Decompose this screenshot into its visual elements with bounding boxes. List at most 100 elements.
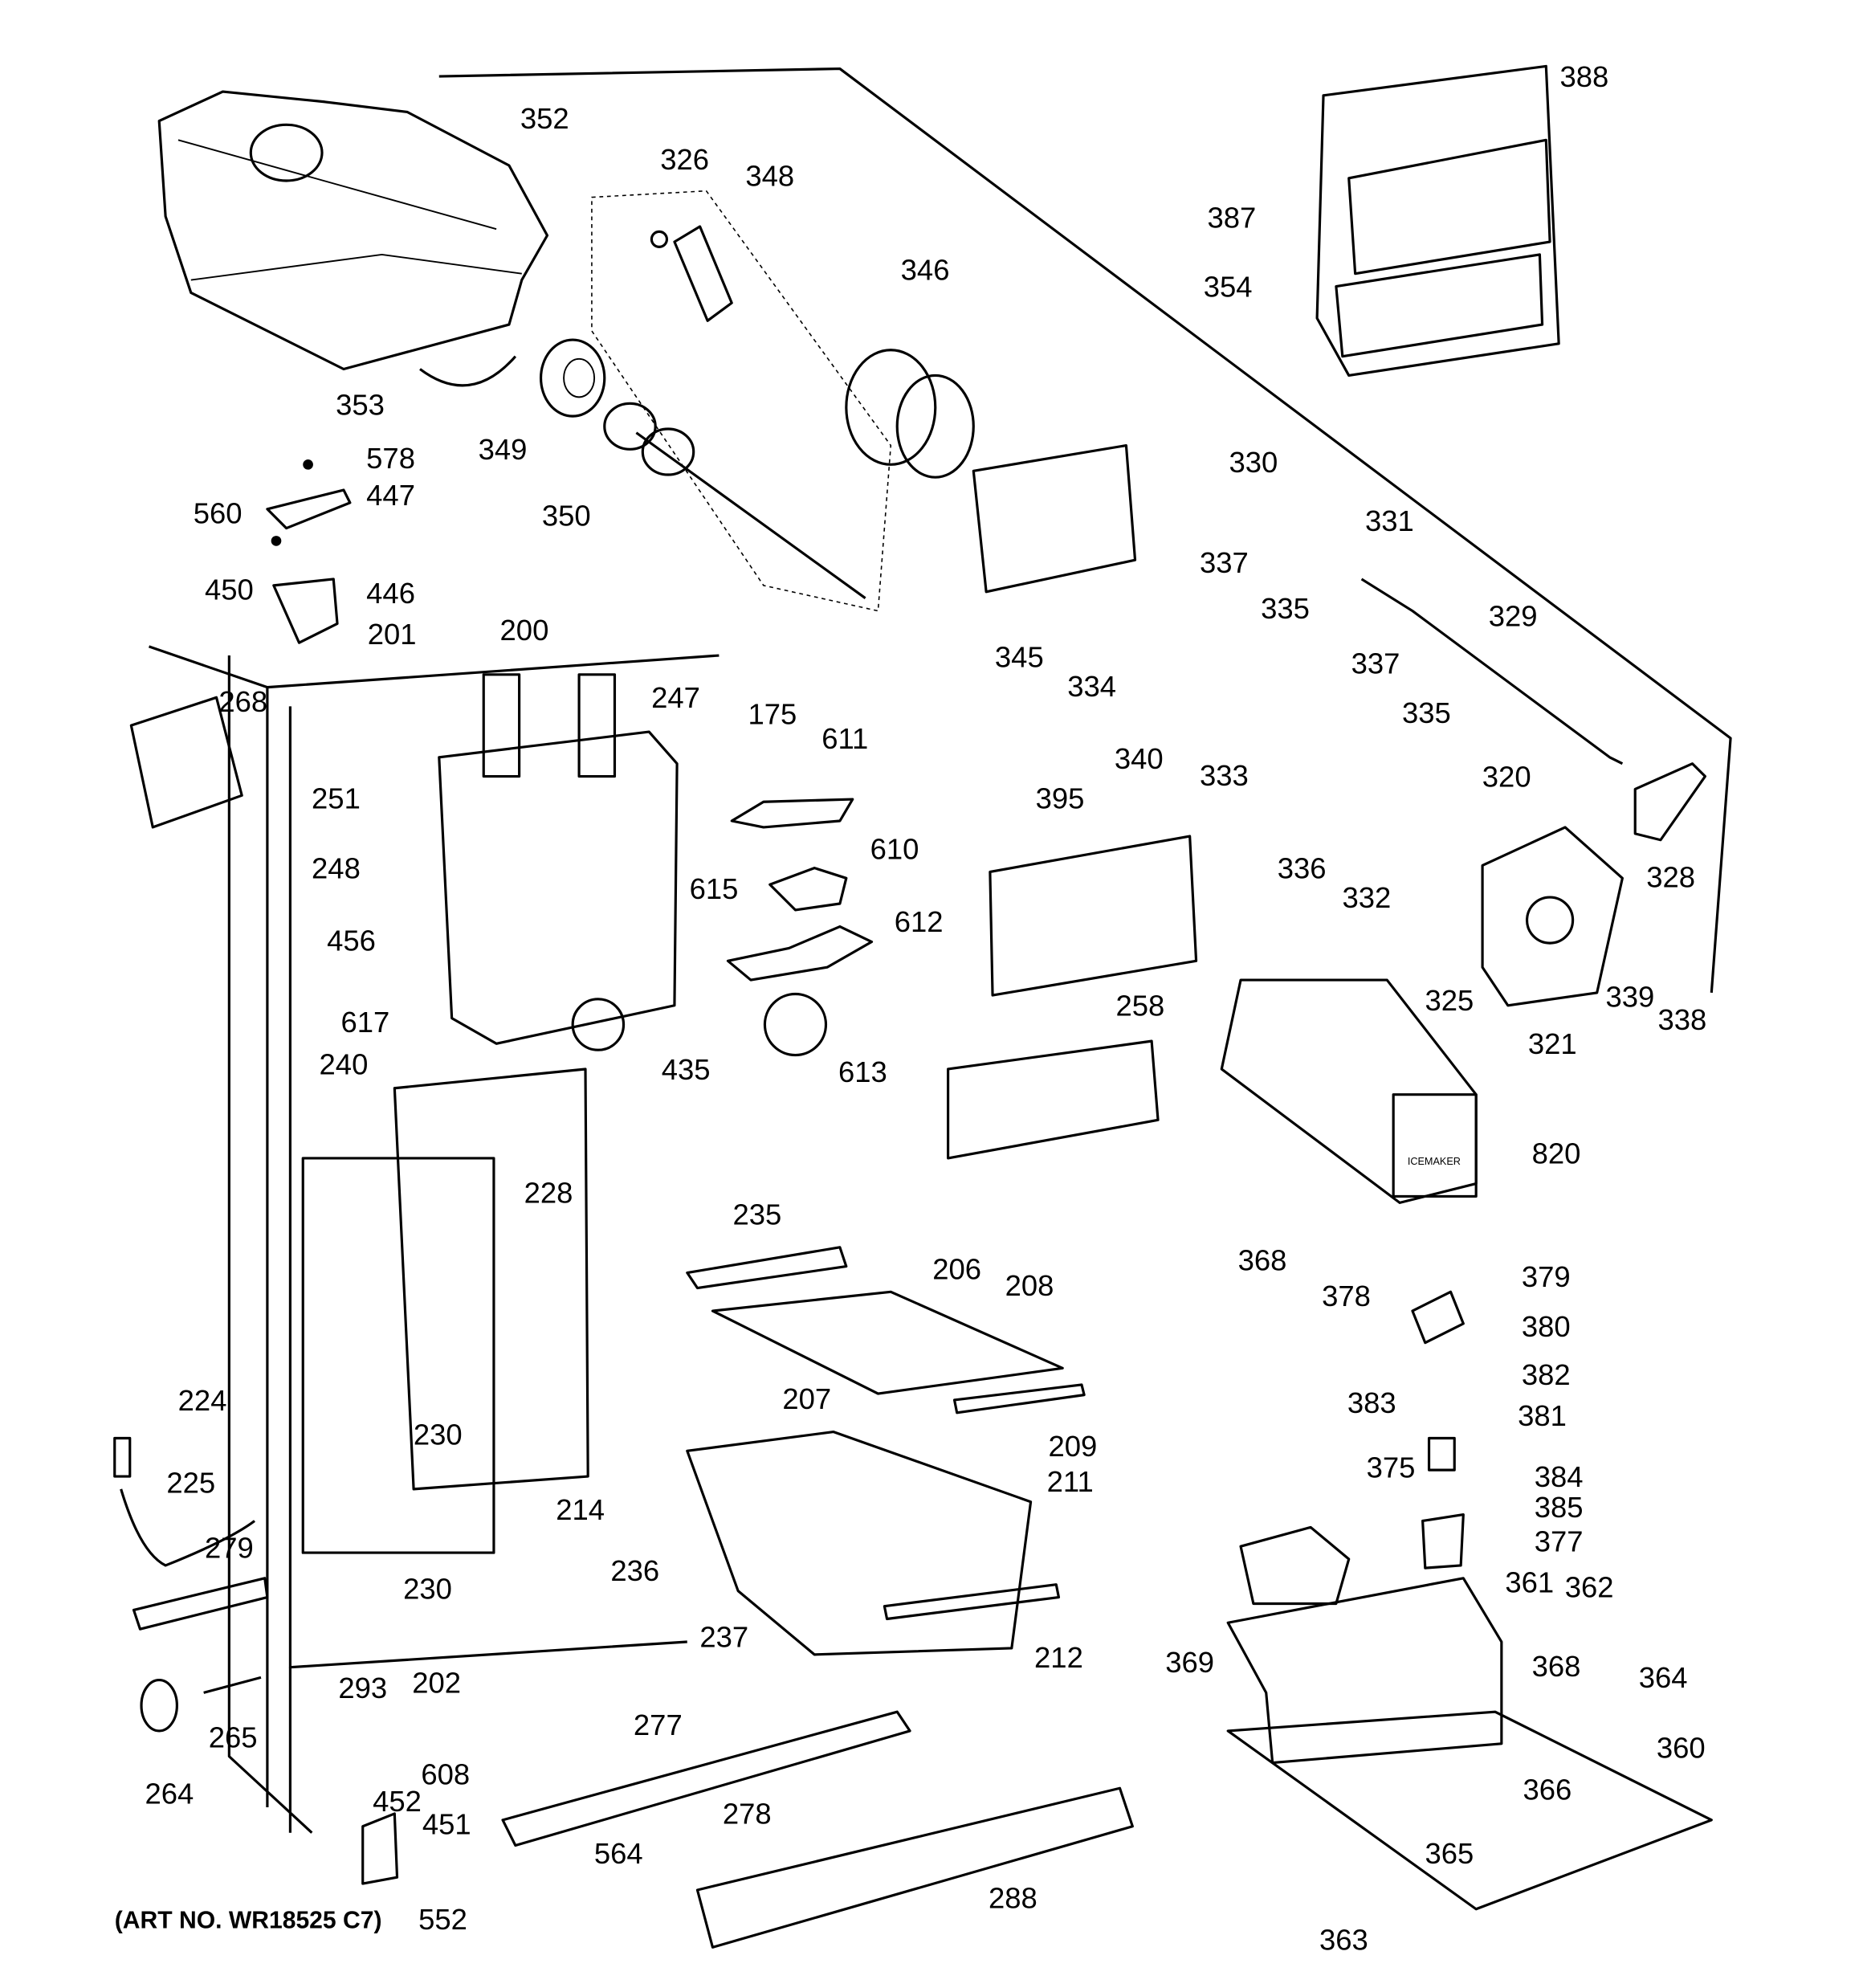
air-duct-247: [438, 673, 679, 1045]
part-number-label: 608: [421, 1758, 470, 1791]
part-number-label: 340: [1115, 742, 1164, 775]
channel-279: [132, 1577, 269, 1631]
part-number-label: 456: [327, 925, 376, 957]
part-number-label: 331: [1365, 504, 1414, 537]
part-number-label: 236: [610, 1554, 659, 1587]
part-number-label: 452: [373, 1785, 422, 1818]
evaporator-228: [301, 1157, 495, 1554]
rail-277: [501, 1710, 911, 1847]
part-number-label: 564: [594, 1837, 643, 1870]
art-number: (ART NO. WR18525 C7): [115, 1908, 382, 1934]
part-number-label: 336: [1278, 851, 1327, 884]
part-number-label: 212: [1034, 1641, 1083, 1674]
part-number-label: 615: [690, 872, 739, 905]
part-number-label: 384: [1535, 1460, 1584, 1493]
part-number-label: 264: [145, 1777, 194, 1810]
bracket-377: [1421, 1512, 1465, 1570]
part-number-label: 206: [932, 1253, 981, 1286]
base-plate-360: [1226, 1710, 1713, 1911]
part-number-label: 388: [1559, 60, 1608, 93]
axle-265: [203, 1676, 262, 1694]
section-boundary-line: [438, 67, 1732, 994]
part-number-label: 450: [205, 573, 254, 606]
motor-369: [1239, 1525, 1351, 1606]
part-number-label: 387: [1208, 202, 1257, 235]
part-number-label: 330: [1229, 446, 1278, 479]
part-number-label: 381: [1518, 1399, 1567, 1432]
part-number-label: 362: [1565, 1571, 1614, 1604]
part-number-label: 278: [723, 1798, 772, 1831]
part-number-label: 337: [1351, 647, 1400, 680]
bracket-447: [266, 488, 352, 530]
part-number-label: 560: [194, 496, 243, 529]
part-number-label: 225: [166, 1467, 215, 1500]
part-number-label: 224: [178, 1384, 227, 1417]
auger-350: [603, 402, 866, 600]
part-number-label: 353: [336, 389, 385, 422]
motor-housing-325: [1481, 826, 1624, 1007]
trim-209: [952, 1383, 1086, 1414]
part-number-label: 617: [340, 1006, 389, 1039]
part-number-label: 350: [542, 500, 591, 533]
part-number-label: 379: [1522, 1260, 1571, 1293]
part-number-label: 382: [1522, 1358, 1571, 1391]
guard-328: [1633, 762, 1706, 842]
mounting-plate-345: [972, 443, 1137, 594]
part-number-label: 335: [1261, 592, 1310, 625]
part-number-label: 613: [838, 1055, 887, 1088]
part-number-label: 348: [745, 159, 794, 192]
part-number-label: 368: [1532, 1650, 1581, 1683]
part-number-label: 240: [320, 1047, 369, 1080]
part-number-label: 345: [995, 640, 1044, 673]
part-number-label: 211: [1047, 1465, 1094, 1498]
part-number-label: 202: [412, 1667, 461, 1700]
part-number-label: 293: [338, 1672, 387, 1704]
part-number-label: 328: [1646, 861, 1695, 894]
nut-326: [650, 230, 669, 248]
part-number-label: 279: [205, 1532, 254, 1565]
part-number-label: 329: [1489, 600, 1538, 633]
grille-288: [695, 1786, 1134, 1949]
part-number-label: 209: [1048, 1430, 1097, 1463]
part-number-label: 265: [209, 1721, 258, 1754]
part-number-label: 446: [366, 577, 415, 610]
shield-258: [947, 1039, 1160, 1160]
part-number-label: 611: [821, 722, 868, 755]
part-number-label: 214: [556, 1493, 605, 1526]
part-number-label: 612: [895, 905, 944, 938]
freezer-cabinet-456: [149, 645, 720, 1834]
part-number-label: 230: [414, 1419, 463, 1451]
part-number-label: 365: [1425, 1837, 1474, 1870]
part-number-label: 335: [1402, 696, 1451, 729]
part-number-label: 201: [368, 618, 417, 651]
icemaker-name-plate: ICEMAKER: [1408, 1156, 1461, 1167]
bracket-612: [726, 925, 874, 982]
part-number-label: 337: [1200, 546, 1249, 579]
part-number-label: 258: [1115, 990, 1164, 1023]
screw-578: [303, 459, 313, 470]
fan-blade-613: [763, 992, 828, 1057]
part-number-label: 820: [1532, 1137, 1581, 1170]
part-number-label: 368: [1238, 1243, 1287, 1276]
icemaker-820: ICEMAKER: [1220, 978, 1478, 1204]
part-number-label: 326: [660, 143, 709, 176]
ring-353: [419, 355, 517, 387]
part-number-label: 230: [403, 1572, 452, 1605]
solenoid-378: [1411, 1290, 1465, 1345]
part-labels: 3523263483463543883873533493505784475604…: [145, 60, 1706, 1957]
part-number-label: 352: [520, 102, 569, 135]
cover-395: [989, 835, 1198, 997]
pan-trim-212: [883, 1583, 1061, 1621]
dispenser-door-387: [1315, 64, 1560, 378]
part-number-label: 369: [1165, 1646, 1214, 1679]
part-number-label: 325: [1425, 984, 1474, 1017]
part-number-label: 228: [524, 1176, 573, 1209]
part-number-label: 578: [366, 442, 415, 475]
part-number-label: 346: [901, 254, 950, 287]
part-number-label: 375: [1367, 1451, 1416, 1484]
part-number-label: 320: [1482, 760, 1531, 793]
part-number-label: 277: [634, 1708, 683, 1741]
part-number-label: 321: [1528, 1027, 1577, 1060]
part-number-label: 288: [989, 1881, 1037, 1914]
